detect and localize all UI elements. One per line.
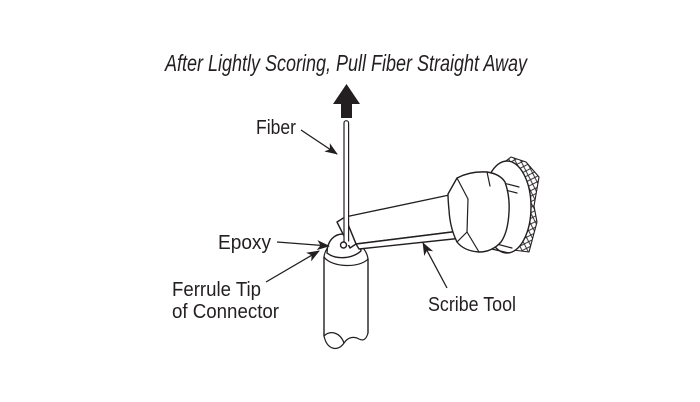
ferrule-tip-label-line2: of Connector — [172, 301, 279, 323]
ferrule-break-line — [323, 332, 369, 350]
hex-collar-facets — [456, 171, 491, 253]
diagram-title: After Lightly Scoring, Pull Fiber Straig… — [163, 50, 528, 76]
ferrule-tip-label-line1: Ferrule Tip — [172, 279, 261, 301]
fiber-strand — [343, 120, 350, 244]
epoxy-leader-line — [276, 240, 330, 251]
scribe-tool-illustration — [336, 156, 540, 254]
ferrule-break-loop — [323, 332, 345, 344]
fiber-label: Fiber — [256, 117, 296, 139]
fiber-entry-hole — [339, 241, 348, 249]
hex-collar — [447, 171, 510, 253]
fiber-illustration — [339, 120, 350, 249]
fiber-leader-line — [300, 129, 338, 155]
ferrule-leader-line — [265, 250, 320, 283]
ferrule-tip-rim — [323, 256, 369, 267]
epoxy-label: Epoxy — [218, 232, 271, 254]
scribe-tool-leader-line — [422, 242, 448, 289]
up-arrow-icon — [333, 84, 360, 118]
ferrule-illustration — [323, 233, 369, 350]
fiber-core-fill — [343, 121, 349, 245]
scribe-tool-label: Scribe Tool — [428, 294, 516, 316]
